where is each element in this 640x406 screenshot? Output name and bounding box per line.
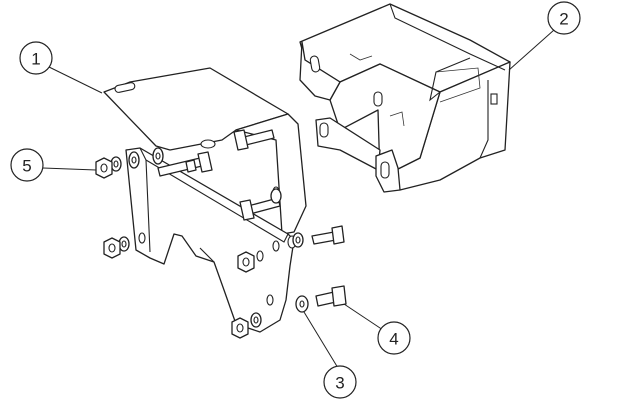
callout-4-label: 4 bbox=[389, 330, 398, 349]
part-2-channel-housing bbox=[299, 3, 511, 193]
leader-2 bbox=[508, 29, 555, 71]
nut-part-5 bbox=[95, 157, 113, 179]
leader-5 bbox=[42, 167, 97, 171]
bolt-top-right-face bbox=[185, 159, 197, 173]
callout-1-label: 1 bbox=[31, 50, 40, 69]
leader-4 bbox=[343, 303, 384, 331]
part-1-mounting-bracket bbox=[103, 67, 307, 333]
leader-lines bbox=[42, 29, 555, 369]
callout-5-label: 5 bbox=[22, 157, 31, 176]
callout-2: 2 bbox=[547, 1, 581, 35]
leader-1 bbox=[46, 65, 103, 94]
nut-lower-left bbox=[103, 237, 121, 259]
washers bbox=[110, 147, 309, 328]
callout-5-circle bbox=[10, 148, 44, 182]
bolt-upper-right bbox=[233, 129, 275, 151]
callout-3: 3 bbox=[323, 365, 357, 399]
nut-bottom bbox=[231, 317, 249, 339]
bolt-side-upper bbox=[311, 225, 345, 245]
callout-4: 4 bbox=[377, 321, 411, 355]
bolt-side-lower bbox=[315, 285, 347, 307]
callout-3-circle bbox=[323, 365, 357, 399]
callout-2-circle bbox=[547, 1, 581, 35]
leader-3 bbox=[303, 311, 339, 369]
nut-mid bbox=[237, 251, 255, 273]
callout-5: 5 bbox=[10, 148, 44, 182]
bolt-mid-wall bbox=[239, 197, 281, 221]
callout-4-circle bbox=[377, 321, 411, 355]
callout-1: 1 bbox=[19, 41, 53, 75]
bolts bbox=[157, 129, 347, 307]
callout-2-label: 2 bbox=[559, 10, 568, 29]
callout-1-circle bbox=[19, 41, 53, 75]
callout-3-label: 3 bbox=[335, 374, 344, 393]
nuts bbox=[95, 157, 255, 339]
